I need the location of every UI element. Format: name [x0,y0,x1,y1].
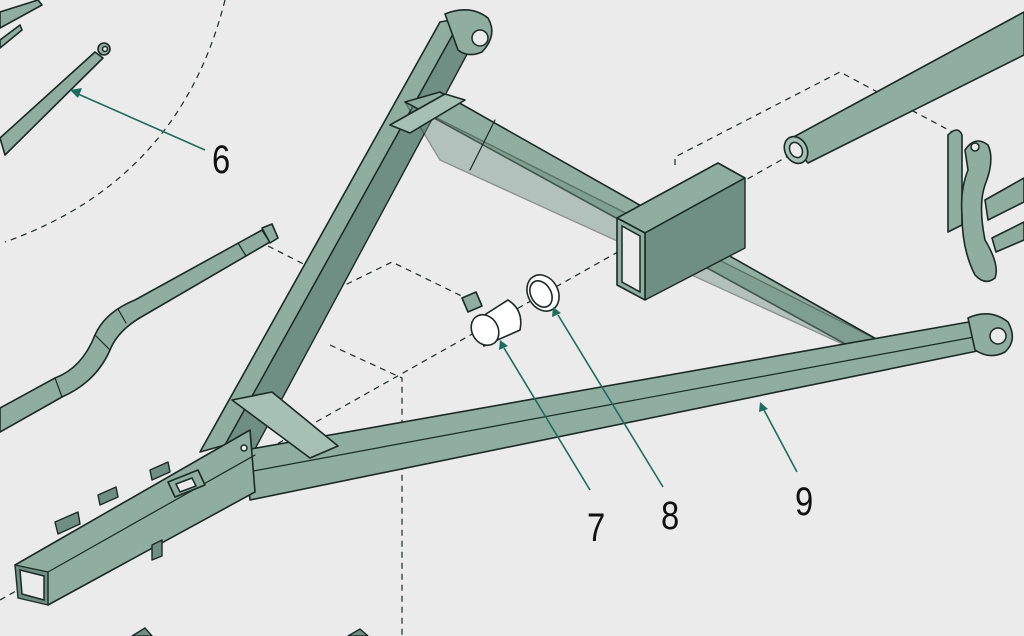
bent-tie-rod [0,223,279,433]
assembly-dashed-lines [0,0,959,636]
part-9-lower-rail [244,313,1014,501]
callout-label-6: 6 [212,138,231,182]
part-6-rod [0,0,111,156]
leader-lines [70,88,798,491]
sleeve-bracket [616,162,746,301]
axle-tube [783,11,1024,165]
part-8-washer [526,274,560,312]
hitch-tongue [14,391,369,636]
part-7-pin-bushing [461,291,522,348]
hinge-bracket [947,129,1024,283]
callout-label-8: 8 [661,494,680,538]
upper-frame-arm [199,9,493,463]
callout-label-9: 9 [795,480,814,524]
callout-label-7: 7 [587,506,606,550]
